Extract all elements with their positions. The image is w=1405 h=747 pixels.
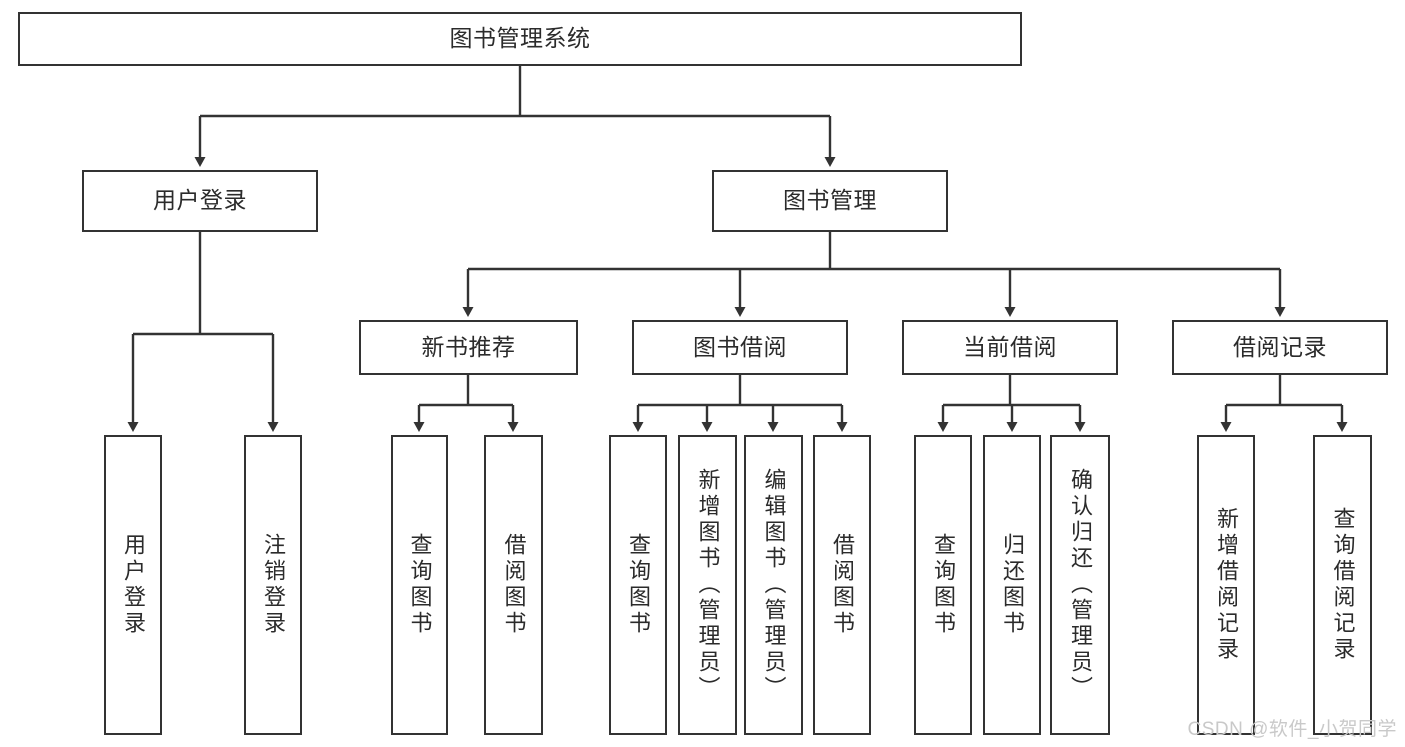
leaf-query-book-borrow[interactable]: 查询图书 bbox=[609, 435, 667, 735]
node-root-label: 图书管理系统 bbox=[449, 25, 591, 52]
leaf-confirm-return-admin[interactable]: 确认归还（管理员） bbox=[1050, 435, 1110, 735]
leaf-user-login[interactable]: 用户登录 bbox=[104, 435, 162, 735]
node-borrow-record-label: 借阅记录 bbox=[1233, 333, 1327, 360]
leaf-add-book-admin[interactable]: 新增图书（管理员） bbox=[678, 435, 737, 735]
node-book-borrow[interactable]: 图书借阅 bbox=[632, 320, 848, 375]
leaf-query-book-recommend-label: 查询图书 bbox=[407, 533, 433, 637]
leaf-user-logout[interactable]: 注销登录 bbox=[244, 435, 302, 735]
leaf-query-book-recommend[interactable]: 查询图书 bbox=[391, 435, 448, 735]
leaf-query-book-current[interactable]: 查询图书 bbox=[914, 435, 972, 735]
node-current-borrow[interactable]: 当前借阅 bbox=[902, 320, 1118, 375]
leaf-borrow-book-recommend-label: 借阅图书 bbox=[501, 533, 527, 637]
leaf-add-book-admin-label: 新增图书（管理员） bbox=[695, 468, 721, 702]
leaf-edit-book-admin-label: 编辑图书（管理员） bbox=[761, 468, 787, 702]
node-user-login[interactable]: 用户登录 bbox=[82, 170, 318, 232]
node-book-management-label: 图书管理 bbox=[783, 187, 877, 214]
leaf-user-login-label: 用户登录 bbox=[121, 533, 146, 637]
node-book-management[interactable]: 图书管理 bbox=[712, 170, 948, 232]
leaf-edit-book-admin[interactable]: 编辑图书（管理员） bbox=[744, 435, 803, 735]
leaf-confirm-return-admin-label: 确认归还（管理员） bbox=[1068, 468, 1093, 702]
leaf-add-borrow-record[interactable]: 新增借阅记录 bbox=[1197, 435, 1255, 735]
leaf-query-book-borrow-label: 查询图书 bbox=[626, 533, 651, 637]
leaf-borrow-book[interactable]: 借阅图书 bbox=[813, 435, 871, 735]
watermark: CSDN @软件_小贺同学 bbox=[1187, 719, 1397, 740]
leaf-query-book-current-label: 查询图书 bbox=[931, 533, 956, 637]
leaf-borrow-book-recommend[interactable]: 借阅图书 bbox=[484, 435, 543, 735]
leaf-query-borrow-record[interactable]: 查询借阅记录 bbox=[1313, 435, 1372, 735]
node-user-login-label: 用户登录 bbox=[153, 187, 247, 214]
node-root[interactable]: 图书管理系统 bbox=[18, 12, 1022, 66]
node-current-borrow-label: 当前借阅 bbox=[963, 333, 1057, 360]
leaf-user-logout-label: 注销登录 bbox=[261, 533, 286, 637]
leaf-return-book[interactable]: 归还图书 bbox=[983, 435, 1041, 735]
node-new-book-recommend-label: 新书推荐 bbox=[421, 333, 516, 360]
leaf-query-borrow-record-label: 查询借阅记录 bbox=[1330, 507, 1356, 663]
node-book-borrow-label: 图书借阅 bbox=[693, 333, 787, 360]
node-new-book-recommend[interactable]: 新书推荐 bbox=[359, 320, 578, 375]
leaf-borrow-book-label: 借阅图书 bbox=[830, 533, 855, 637]
node-borrow-record[interactable]: 借阅记录 bbox=[1172, 320, 1388, 375]
leaf-return-book-label: 归还图书 bbox=[1000, 533, 1025, 637]
leaf-add-borrow-record-label: 新增借阅记录 bbox=[1214, 507, 1239, 663]
